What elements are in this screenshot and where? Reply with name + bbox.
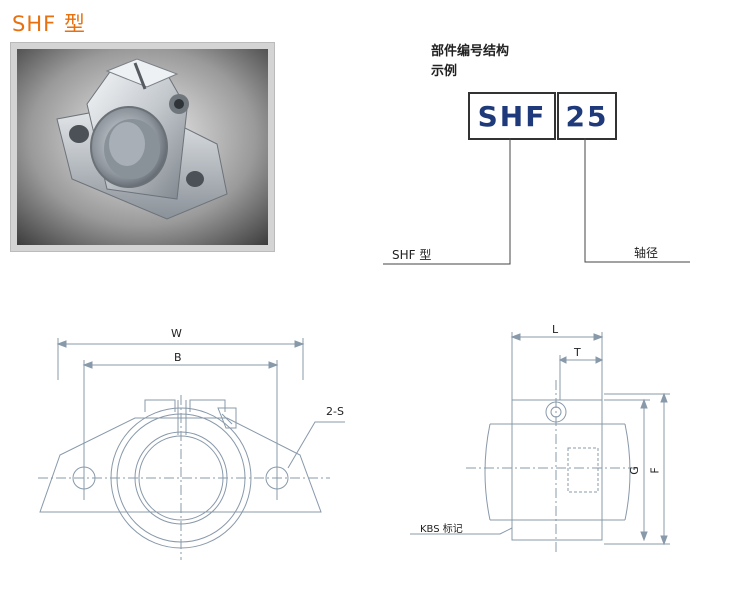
kbs-marking-label: KBS 标记 — [420, 524, 463, 535]
part-number-caption-line2: 示例 — [431, 64, 458, 79]
side-thickness-label: T — [574, 346, 581, 359]
front-width-label: W — [171, 327, 182, 340]
front-bolt-pitch-label: B — [174, 351, 182, 364]
page-title: SHF 型 — [12, 12, 86, 36]
side-height-g-label: G — [627, 466, 641, 475]
side-height-f-label: F — [648, 467, 662, 474]
part-number-caption-line1: 部件编号结构 — [431, 44, 510, 59]
series-code-box: SHF — [468, 92, 556, 140]
shaft-support-photo — [17, 49, 268, 245]
front-holes-label: 2-S — [326, 405, 344, 418]
product-photo — [10, 42, 275, 252]
series-callout-label: SHF 型 — [392, 248, 432, 262]
size-code-box: 25 — [557, 92, 617, 140]
size-callout-label: 轴径 — [634, 246, 659, 260]
side-length-label: L — [552, 323, 559, 336]
